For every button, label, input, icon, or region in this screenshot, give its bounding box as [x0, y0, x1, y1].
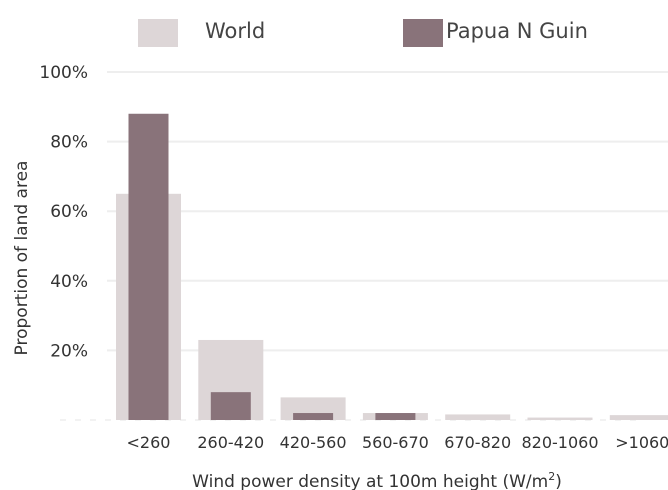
- x-axis-title-main: Wind power density at 100m height (W/m: [192, 472, 548, 490]
- bar-world: [609, 415, 668, 420]
- x-tick-label: 670-820: [444, 433, 511, 452]
- x-tick-label: 820-1060: [521, 433, 598, 452]
- y-tick-label: 80%: [50, 133, 88, 153]
- legend-label-papua-n-guin: Papua N Guin: [446, 19, 588, 43]
- x-tick-label: >1060: [615, 433, 668, 452]
- x-axis-title-suffix: ): [555, 472, 562, 490]
- y-axis-title: Proportion of land area: [12, 161, 32, 356]
- y-tick-label: 20%: [50, 341, 88, 361]
- x-tick-label: <260: [127, 433, 171, 452]
- y-axis-ticks: 20% 40% 60% 80% 100%: [39, 63, 88, 361]
- bar-papua-n-guin: [210, 392, 251, 420]
- bar-papua-n-guin: [375, 413, 416, 420]
- bars: [116, 113, 668, 420]
- legend-swatch-world: [138, 19, 178, 47]
- y-tick-label: 100%: [39, 63, 88, 83]
- x-axis-title-superscript: 2: [548, 470, 555, 483]
- legend-label-world: World: [205, 19, 265, 43]
- x-tick-label: 420-560: [280, 433, 347, 452]
- y-tick-label: 40%: [50, 272, 88, 292]
- y-tick-label: 60%: [50, 202, 88, 222]
- bar-world: [445, 414, 511, 420]
- x-tick-label: 260-420: [197, 433, 264, 452]
- bar-papua-n-guin: [293, 413, 334, 420]
- x-tick-label: 560-670: [362, 433, 429, 452]
- legend: World Papua N Guin: [138, 19, 588, 47]
- bar-world: [527, 417, 593, 420]
- legend-swatch-papua-n-guin: [403, 19, 443, 47]
- x-axis-title: Wind power density at 100m height (W/m2): [192, 470, 562, 490]
- bar-papua-n-guin: [128, 113, 169, 420]
- x-axis-ticks: <260 260-420 420-560 560-670 670-820 820-1060…: [127, 433, 668, 452]
